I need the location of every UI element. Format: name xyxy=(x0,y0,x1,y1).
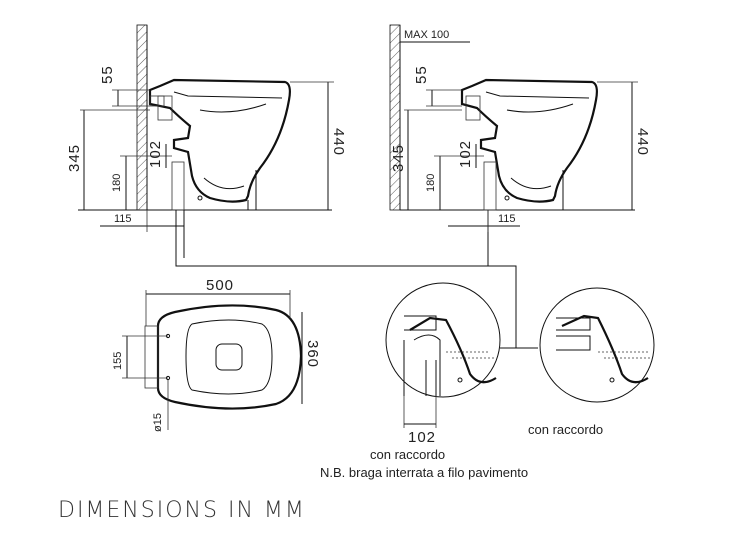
dim-360: 360 xyxy=(304,340,321,368)
wall-hatch-left xyxy=(136,24,148,211)
caption-note: N.B. braga interrata a filo pavimento xyxy=(320,465,528,480)
toilet-profile-right xyxy=(460,78,598,203)
dim-max100: MAX 100 xyxy=(404,29,449,41)
top-view: 500 360 155 ø15 xyxy=(112,277,321,432)
dim-440-left: 440 xyxy=(330,128,347,156)
dim-180-right: 180 xyxy=(425,174,437,192)
side-view-right: MAX 100 55 345 180 102 440 115 xyxy=(389,24,651,234)
dim-440-right: 440 xyxy=(634,128,651,156)
caption-con-raccordo-left: con raccordo xyxy=(370,447,445,462)
dim-115-right: 115 xyxy=(498,213,516,225)
wall-hatch-right xyxy=(389,24,401,211)
side-view-left: 55 345 180 102 440 115 xyxy=(66,24,347,258)
detail-circle-left: 102 con raccordo N.B. braga interrata a … xyxy=(320,282,528,480)
dim-500: 500 xyxy=(206,277,234,294)
footer-title: DIMENSIONS IN MM xyxy=(58,498,306,523)
connector-lines xyxy=(175,234,538,349)
caption-con-raccordo-right: con raccordo xyxy=(528,422,603,437)
dim-115-left: 115 xyxy=(114,213,132,225)
seat-outline xyxy=(156,304,303,410)
detail-circle-right: con raccordo xyxy=(528,287,655,437)
dim-diam15: ø15 xyxy=(152,413,164,432)
dim-180-left: 180 xyxy=(111,174,123,192)
dim-102-detail: 102 xyxy=(408,429,436,446)
dim-55-right: 55 xyxy=(413,65,430,84)
dim-55-left: 55 xyxy=(99,65,116,84)
dim-155: 155 xyxy=(112,352,124,370)
toilet-profile-left xyxy=(148,78,291,203)
dim-102-right: 102 xyxy=(457,140,474,168)
dim-345-left: 345 xyxy=(66,144,83,172)
dim-345-right: 345 xyxy=(390,144,407,172)
dim-102-left: 102 xyxy=(147,140,164,168)
